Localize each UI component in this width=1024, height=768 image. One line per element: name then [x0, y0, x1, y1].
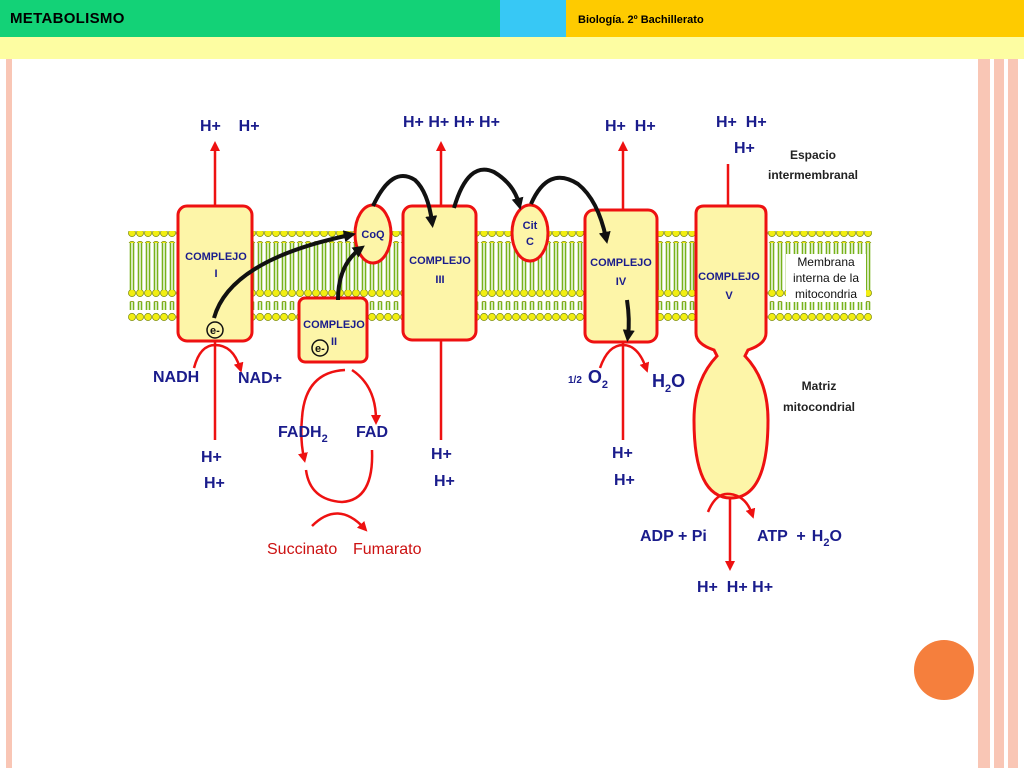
complex-v-shape: [692, 204, 770, 500]
right-decor-stripe: [1008, 59, 1018, 768]
coq-label: CoQ: [361, 229, 385, 241]
electron-flow-arrows: [212, 167, 635, 342]
right-decor-stripe: [994, 59, 1004, 768]
nad-label: NAD+: [238, 370, 282, 387]
header-subtitle-bar: [566, 0, 1024, 37]
complex-iv-numeral: IV: [616, 276, 627, 288]
header-title-bar: [0, 0, 500, 37]
region-membrane-label: Membrana: [797, 255, 855, 269]
atp-label: ATP +H2O: [757, 528, 842, 549]
header-accent-block: [500, 0, 566, 37]
fad-label: FAD: [356, 424, 388, 441]
electron-badge: e-: [206, 321, 224, 339]
region-membrane-label: mitocondria: [795, 287, 857, 301]
region-intermembrane-label: Espacio: [790, 148, 836, 162]
complex-ii-numeral: II: [331, 336, 337, 348]
complex-iv-label: COMPLEJO: [590, 257, 652, 269]
complex-iii-numeral: III: [435, 274, 444, 286]
complex-iii-box: [401, 204, 478, 342]
cytochrome-c-label: Cit: [523, 220, 538, 232]
slide-title: METABOLISMO: [10, 10, 125, 27]
proton-label: H+ H+: [605, 118, 656, 135]
complex-i-box: [176, 204, 254, 343]
redox-reaction-arrows: [192, 343, 756, 532]
region-matrix-label: mitocondrial: [783, 400, 855, 414]
region-matrix-label: Matriz: [802, 379, 837, 393]
region-membrane-label: interna de la: [793, 271, 859, 285]
water-label: H2O: [652, 371, 685, 395]
proton-label: H+ H+ H+: [697, 579, 773, 596]
complex-v-label: COMPLEJO: [698, 271, 760, 283]
proton-label: H+: [201, 449, 222, 466]
adp-label: ADP + Pi: [640, 528, 707, 545]
complex-v-numeral: V: [725, 290, 733, 302]
proton-label: H+: [204, 475, 225, 492]
proton-label: H+: [734, 140, 755, 157]
proton-label: H+: [434, 473, 455, 490]
proton-label: H+ H+ H+ H+: [403, 114, 500, 131]
complex-i-label: COMPLEJO: [185, 251, 247, 263]
proton-label: H+: [431, 446, 452, 463]
region-intermembrane-label: intermembranal: [768, 168, 858, 182]
cytochrome-c-letter: C: [526, 236, 534, 248]
proton-label: H+: [614, 472, 635, 489]
electron-label: e-: [315, 343, 325, 355]
proton-label: H+ H+: [200, 118, 260, 135]
electron-label: e-: [210, 325, 220, 337]
left-decor-stripe: [6, 59, 12, 768]
cytochrome-c-carrier: [510, 203, 550, 263]
succinato-label: Succinato: [267, 541, 337, 558]
proton-label: H+: [612, 445, 633, 462]
header-band: [0, 37, 1024, 59]
next-slide-button[interactable]: [914, 640, 974, 700]
nadh-label: NADH: [153, 369, 199, 386]
complex-ii-label: COMPLEJO: [303, 319, 365, 331]
slide-subtitle: Biología. 2º Bachillerato: [578, 14, 704, 26]
electron-badge: e-: [311, 339, 329, 357]
fadh2-label: FADH2: [278, 424, 328, 445]
right-decor-stripe: [978, 59, 990, 768]
fumarato-label: Fumarato: [353, 541, 422, 558]
complex-iii-label: COMPLEJO: [409, 255, 471, 267]
proton-label: H+ H+: [716, 114, 767, 131]
complex-i-numeral: I: [214, 268, 217, 280]
